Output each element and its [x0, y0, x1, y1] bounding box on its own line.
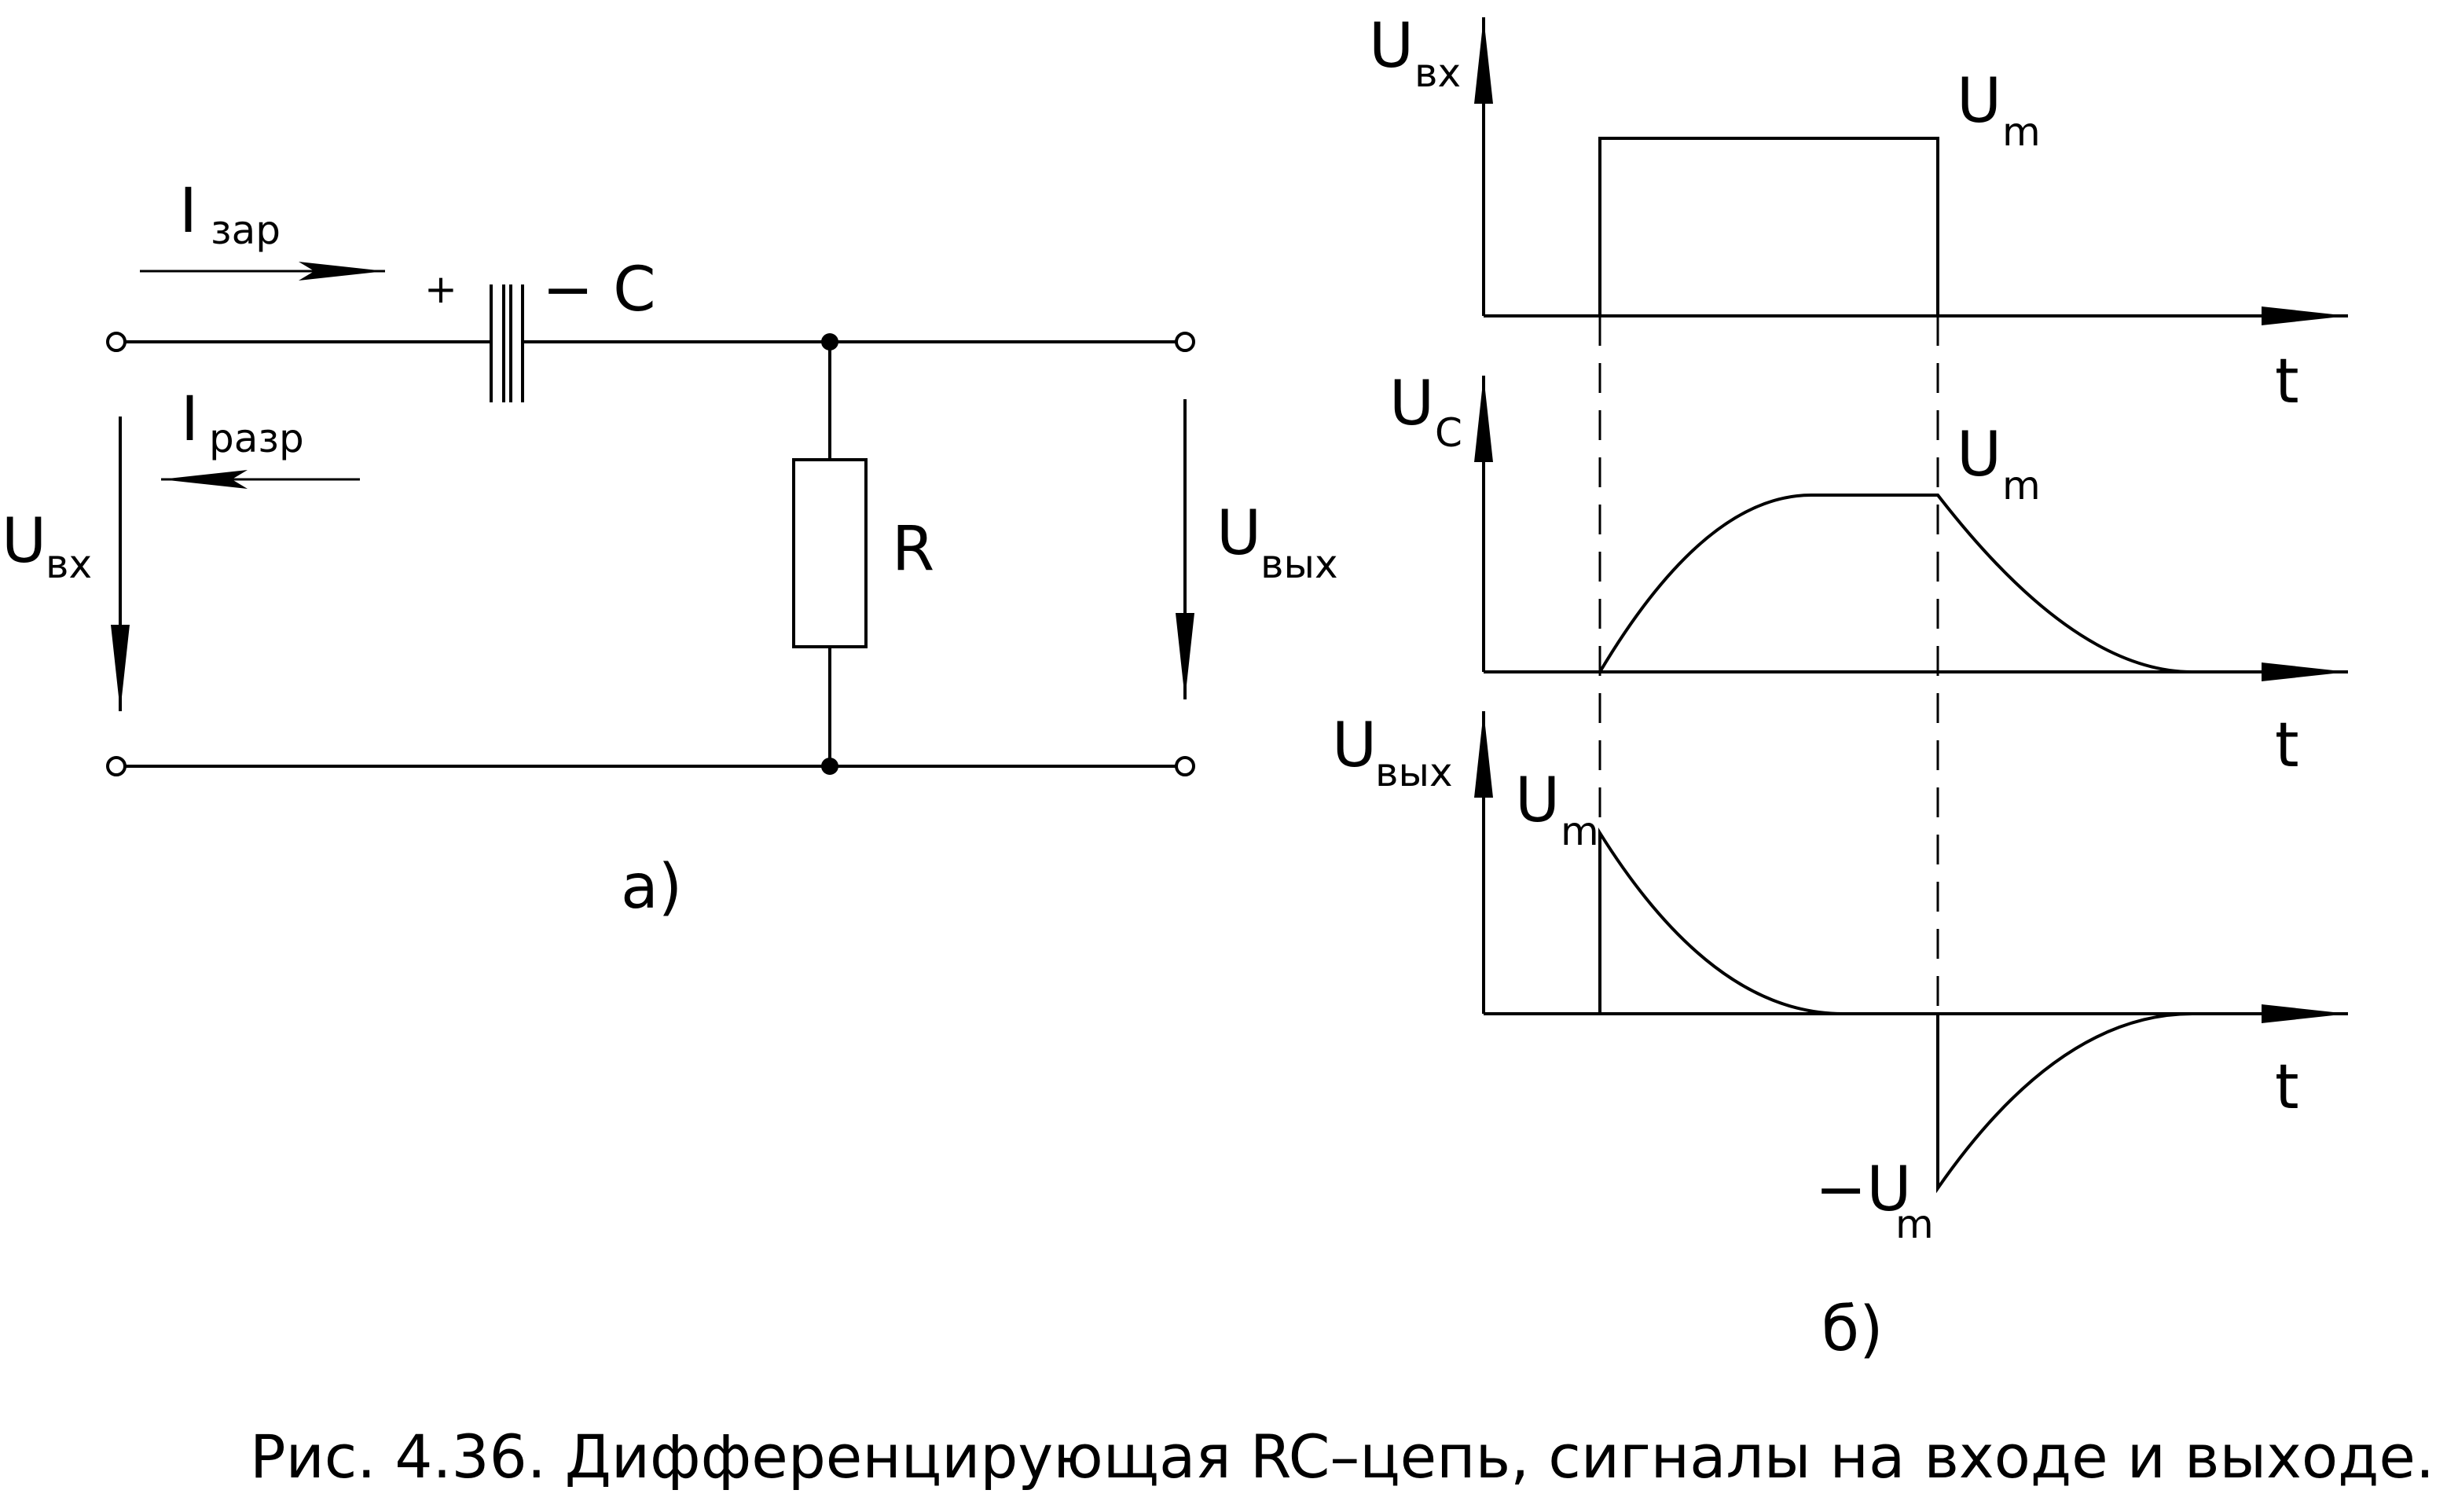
output-positive-spike	[1598, 828, 1844, 1015]
input-pulse	[1598, 137, 1939, 316]
output-negative-level-subscript: m	[1895, 1202, 1934, 1247]
capacitor-level-subscript: m	[2002, 463, 2041, 508]
resistor	[792, 458, 868, 648]
plot-input-voltage: U вх U m t	[1369, 11, 2348, 417]
charge-current-subscript: зар	[211, 207, 281, 253]
input-voltage-subscript: вх	[46, 541, 92, 587]
terminal-out-top	[1175, 332, 1195, 352]
capacitor-label: − C	[542, 255, 656, 325]
discharge-current-label: I	[181, 384, 199, 455]
timing-panel-label: б)	[1821, 1294, 1884, 1365]
terminal-in-bottom	[106, 756, 127, 776]
input-plot-y-subscript: вх	[1414, 50, 1461, 96]
capacitor-plot-t-label: t	[2275, 710, 2299, 781]
capacitor-plot-y-label: U	[1389, 369, 1434, 439]
output-plot-t-label: t	[2275, 1052, 2299, 1123]
junction-top	[821, 333, 838, 350]
output-plot-y-label: U	[1332, 710, 1377, 781]
output-positive-level-subscript: m	[1561, 809, 1599, 854]
circuit-panel-label: а)	[621, 852, 682, 923]
terminal-in-top	[106, 332, 127, 352]
output-positive-level-label: U	[1515, 765, 1560, 836]
plot-capacitor-voltage: U C U m t	[1389, 369, 2348, 781]
input-plot-t-label: t	[2275, 347, 2299, 417]
capacitor-plus-label: +	[424, 266, 457, 312]
capacitor-level-label: U	[1957, 420, 2001, 490]
input-voltage-label: U	[2, 506, 46, 577]
output-negative-level-label: −U	[1815, 1154, 1911, 1225]
circuit-diagram: I зар I разр + − C R U вх U вых а)	[2, 176, 1338, 923]
input-plot-y-label: U	[1369, 11, 1414, 82]
resistor-label: R	[892, 514, 934, 585]
terminal-out-bottom	[1175, 756, 1195, 776]
input-pulse-level-subscript: m	[2002, 109, 2041, 155]
junction-bottom	[821, 758, 838, 775]
figure-caption: Рис. 4.36. Дифференцирующая RC–цепь, сиг…	[250, 1422, 2434, 1492]
output-negative-spike	[1936, 1012, 2193, 1194]
output-voltage-label: U	[1216, 498, 1261, 569]
input-pulse-level-label: U	[1957, 66, 2001, 137]
timing-diagrams: U вх U m t U C U m t U вых U m −U	[1332, 11, 2348, 1365]
discharge-current-subscript: разр	[209, 416, 304, 461]
plot-output-voltage: U вых U m −U m t	[1332, 710, 2348, 1247]
output-plot-y-subscript: вых	[1375, 750, 1453, 795]
output-voltage-subscript: вых	[1260, 541, 1338, 587]
capacitor-plot-y-subscript: C	[1435, 410, 1462, 456]
capacitor-voltage-curve	[1598, 494, 2193, 673]
charge-current-label: I	[179, 176, 197, 247]
